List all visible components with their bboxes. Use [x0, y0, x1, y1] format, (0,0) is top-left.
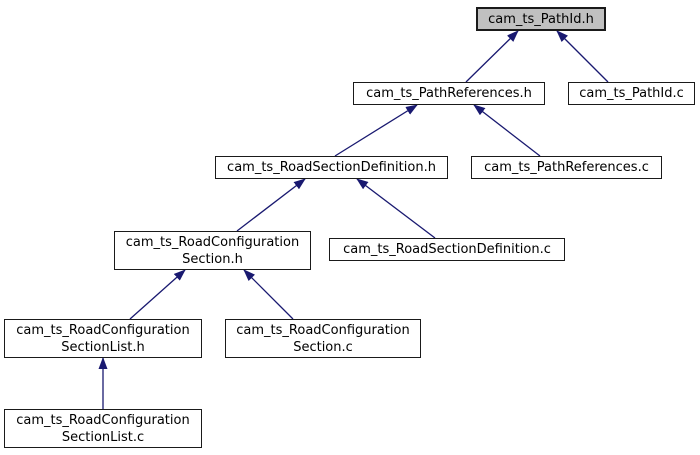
edge-pathid-c-to-pathid-h: [556, 30, 609, 83]
node-cam-ts-roadsectiondefinition-h[interactable]: cam_ts_RoadSectionDefinition.h: [215, 156, 448, 179]
node-cam-ts-pathreferences-h[interactable]: cam_ts_PathReferences.h: [353, 82, 545, 105]
edge-roadconfigurationsection-h-to-roadsectiondefinition-h: [236, 178, 306, 232]
node-cam-ts-pathid-c[interactable]: cam_ts_PathId.c: [568, 82, 695, 105]
edge-roadconfigurationsection-c-to-roadconfigurationsection-h: [243, 269, 294, 320]
node-cam-ts-roadconfigurationsection-c[interactable]: cam_ts_RoadConfiguration Section.c: [225, 319, 421, 358]
node-cam-ts-roadconfigurationsectionlist-h[interactable]: cam_ts_RoadConfiguration SectionList.h: [4, 319, 202, 358]
node-cam-ts-pathreferences-c[interactable]: cam_ts_PathReferences.c: [471, 156, 662, 179]
edge-roadconfigurationsectionlist-h-to-roadconfigurationsection-h: [129, 269, 186, 320]
node-cam-ts-roadsectiondefinition-c[interactable]: cam_ts_RoadSectionDefinition.c: [329, 238, 565, 261]
edge-pathreferences-h-to-pathid-h: [465, 30, 519, 83]
node-cam-ts-roadconfigurationsectionlist-c[interactable]: cam_ts_RoadConfiguration SectionList.c: [4, 409, 202, 448]
edge-roadsectiondefinition-h-to-pathreferences-h: [334, 104, 418, 157]
node-cam-ts-roadconfigurationsection-h[interactable]: cam_ts_RoadConfiguration Section.h: [114, 231, 311, 270]
node-cam-ts-pathid-h[interactable]: cam_ts_PathId.h: [476, 7, 606, 31]
edge-roadsectiondefinition-c-to-roadsectiondefinition-h: [356, 178, 436, 239]
edge-pathreferences-c-to-pathreferences-h: [473, 104, 541, 157]
